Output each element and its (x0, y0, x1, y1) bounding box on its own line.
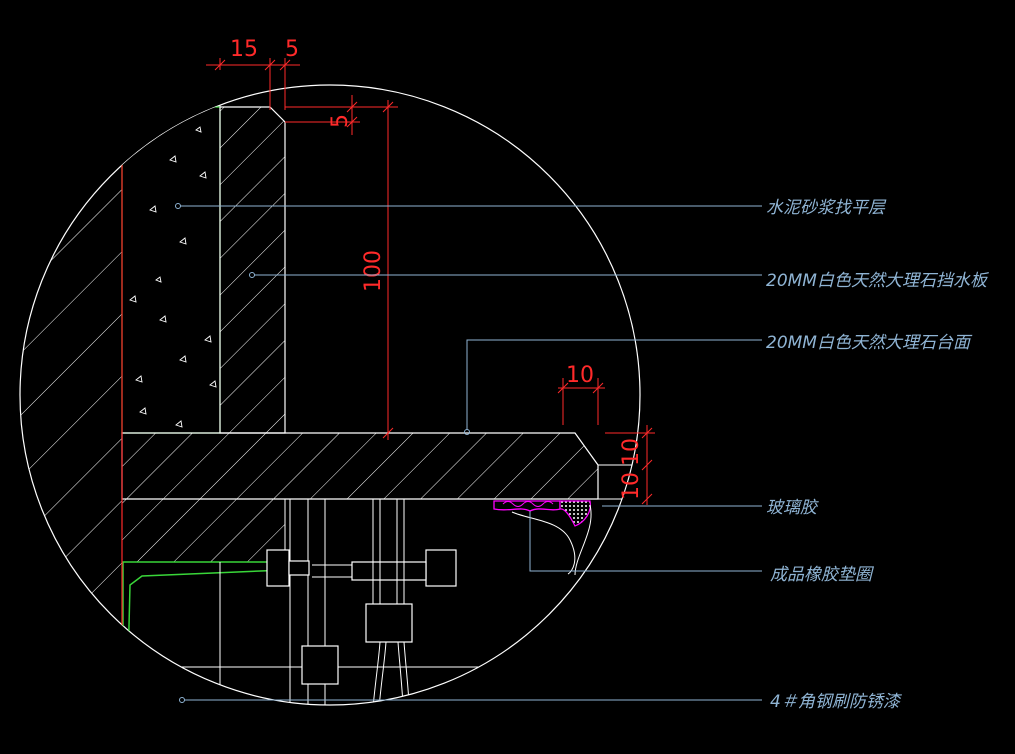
label-rubber-gasket: 成品橡胶垫圈 (770, 565, 875, 585)
label-angle-steel: 4＃角钢刷防锈漆 (770, 692, 903, 712)
cement-mortar-layer (121, 106, 221, 434)
cement-speckles (129, 126, 217, 428)
dim-10-a: 10 (619, 438, 644, 466)
marble-countertop (121, 432, 599, 500)
label-glass-glue: 玻璃胶 (766, 498, 819, 518)
angle-steel (122, 561, 286, 668)
dim-10: 10 (566, 363, 594, 388)
upper-wall-hatch (122, 85, 220, 107)
pipes (312, 499, 413, 705)
dim-5-vertical: 5 (328, 114, 353, 128)
dim-100: 100 (361, 250, 386, 292)
wall-hatch (20, 85, 122, 705)
lower-wall-piece (121, 498, 286, 563)
leader-lines (175, 203, 762, 703)
label-marble-backsplash: 20MM白色天然大理石挡水板 (766, 271, 990, 291)
cabinet-lines (128, 499, 500, 705)
section-content (20, 85, 640, 705)
dim-5: 5 (285, 37, 299, 62)
marble-backsplash (219, 106, 286, 434)
glass-glue (493, 500, 561, 512)
rubber-gasket (559, 500, 591, 527)
dimension-lines (206, 58, 655, 505)
dim-15: 15 (230, 37, 258, 62)
fasteners (266, 549, 457, 685)
label-cement-mortar: 水泥砂浆找平层 (766, 198, 887, 218)
dim-10-b: 10 (619, 472, 644, 500)
label-marble-countertop: 20MM白色天然大理石台面 (766, 333, 973, 353)
